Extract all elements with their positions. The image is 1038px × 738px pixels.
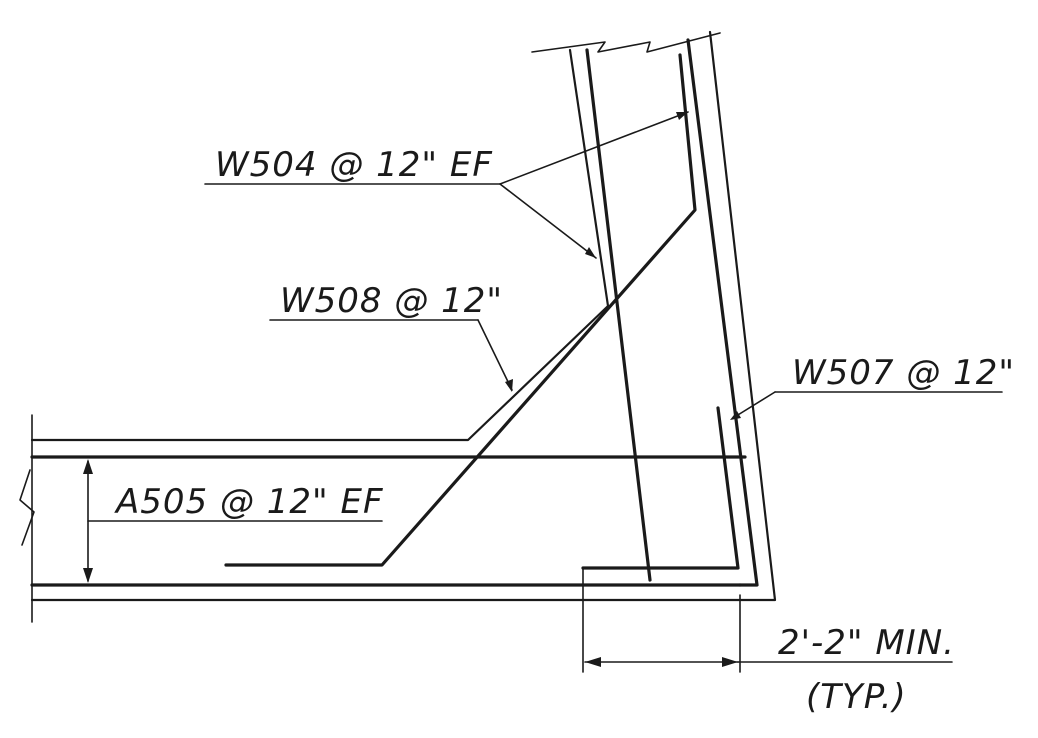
w504-outer-bar — [686, 38, 759, 587]
w504-arrow-2 — [585, 247, 596, 258]
a505-arrow-top — [83, 459, 93, 474]
label-a505: A505 @ 12" EF — [114, 482, 384, 522]
a505-arrow-bottom — [83, 568, 93, 583]
labels: W504 @ 12" EF W508 @ 12" W507 @ 12" A505… — [114, 145, 1015, 717]
label-w508: W508 @ 12" — [280, 281, 503, 321]
slab-top-face — [30, 48, 610, 442]
w508-leader — [477, 319, 513, 391]
label-typical: (TYP.) — [806, 677, 907, 717]
concrete-outline — [19, 30, 777, 623]
wall-break-line — [531, 32, 721, 53]
leaders — [83, 111, 1003, 583]
w504-leader-1 — [499, 111, 689, 185]
label-w507: W507 @ 12" — [792, 353, 1015, 393]
slab-bottom-face — [30, 30, 777, 602]
w508-haunch-bar — [224, 53, 697, 567]
label-w504: W504 @ 12" EF — [215, 145, 493, 185]
reinforcement-bars — [30, 38, 759, 587]
w504-leader-2 — [499, 183, 597, 259]
w508-arrow — [505, 379, 513, 392]
w507-arrow — [730, 411, 741, 420]
dim-arrow-right — [722, 657, 738, 667]
w507-corner-bar — [581, 406, 740, 570]
w504-arrow-1 — [676, 112, 688, 120]
dim-arrow-left — [585, 657, 601, 667]
slab-break-line — [19, 469, 35, 546]
dimension-2-2-min — [582, 567, 953, 673]
label-dimension: 2'-2" MIN. — [778, 623, 955, 663]
w504-inner-bar — [585, 48, 652, 582]
w507-leader — [732, 391, 776, 419]
